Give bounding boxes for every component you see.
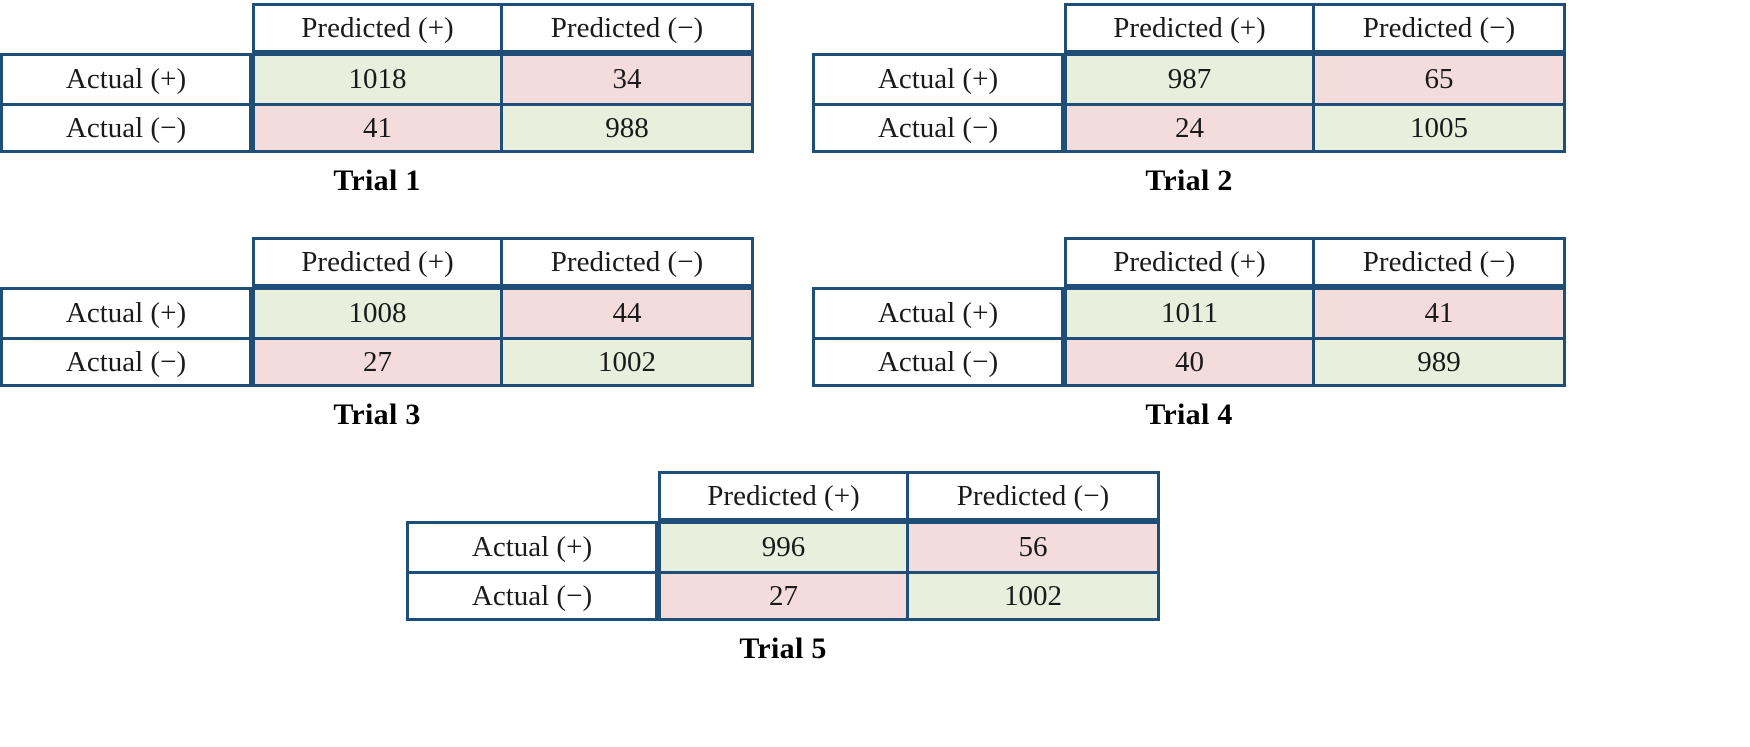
confusion-matrix-table: Predicted (+) Predicted (−) Actual (+) 9… [812, 3, 1566, 153]
confusion-matrix-trial-5: Predicted (+) Predicted (−) Actual (+) 9… [406, 471, 1160, 666]
cell-true-positive: 1008 [252, 287, 503, 337]
corner-cell [812, 3, 1064, 53]
column-header-predicted-positive: Predicted (+) [252, 3, 503, 53]
row-header-actual-negative: Actual (−) [0, 103, 252, 153]
table-row: Actual (−) 27 1002 [406, 571, 1160, 621]
cell-true-negative: 988 [503, 103, 754, 153]
cell-false-negative: 44 [503, 287, 754, 337]
column-header-predicted-positive: Predicted (+) [658, 471, 909, 521]
cell-false-positive: 27 [252, 337, 503, 387]
cell-true-negative: 1002 [909, 571, 1160, 621]
table-row: Actual (−) 41 988 [0, 103, 754, 153]
confusion-matrix-table: Predicted (+) Predicted (−) Actual (+) 1… [0, 3, 754, 153]
cell-true-negative: 989 [1315, 337, 1566, 387]
matrix-caption-trial-3: Trial 3 [333, 398, 421, 431]
column-header-predicted-negative: Predicted (−) [1315, 237, 1566, 287]
matrix-caption-trial-5: Trial 5 [739, 632, 827, 665]
row-header-actual-positive: Actual (+) [812, 287, 1064, 337]
cell-true-positive: 987 [1064, 53, 1315, 103]
cell-true-positive: 1011 [1064, 287, 1315, 337]
row-header-actual-negative: Actual (−) [812, 337, 1064, 387]
table-row: Actual (+) 987 65 [812, 53, 1566, 103]
cell-false-positive: 27 [658, 571, 909, 621]
column-header-predicted-negative: Predicted (−) [1315, 3, 1566, 53]
cell-false-negative: 56 [909, 521, 1160, 571]
table-header-row: Predicted (+) Predicted (−) [0, 3, 754, 53]
confusion-matrix-table: Predicted (+) Predicted (−) Actual (+) 1… [812, 237, 1566, 387]
confusion-matrix-trial-1: Predicted (+) Predicted (−) Actual (+) 1… [0, 3, 754, 198]
matrix-caption-trial-1: Trial 1 [333, 164, 421, 197]
confusion-matrix-trial-4: Predicted (+) Predicted (−) Actual (+) 1… [812, 237, 1566, 432]
table-row: Actual (+) 996 56 [406, 521, 1160, 571]
cell-true-negative: 1005 [1315, 103, 1566, 153]
column-header-predicted-negative: Predicted (−) [503, 237, 754, 287]
cell-false-positive: 24 [1064, 103, 1315, 153]
row-header-actual-negative: Actual (−) [0, 337, 252, 387]
cell-true-positive: 1018 [252, 53, 503, 103]
table-header-row: Predicted (+) Predicted (−) [812, 3, 1566, 53]
matrix-caption-trial-4: Trial 4 [1145, 398, 1233, 431]
row-header-actual-positive: Actual (+) [0, 287, 252, 337]
cell-true-negative: 1002 [503, 337, 754, 387]
cell-true-positive: 996 [658, 521, 909, 571]
cell-false-negative: 34 [503, 53, 754, 103]
table-row: Actual (−) 27 1002 [0, 337, 754, 387]
table-header-row: Predicted (+) Predicted (−) [406, 471, 1160, 521]
column-header-predicted-positive: Predicted (+) [1064, 237, 1315, 287]
confusion-matrix-table: Predicted (+) Predicted (−) Actual (+) 1… [0, 237, 754, 387]
row-header-actual-positive: Actual (+) [812, 53, 1064, 103]
row-header-actual-negative: Actual (−) [406, 571, 658, 621]
column-header-predicted-positive: Predicted (+) [1064, 3, 1315, 53]
column-header-predicted-negative: Predicted (−) [503, 3, 754, 53]
table-row: Actual (+) 1008 44 [0, 287, 754, 337]
corner-cell [0, 237, 252, 287]
row-header-actual-positive: Actual (+) [0, 53, 252, 103]
table-header-row: Predicted (+) Predicted (−) [812, 237, 1566, 287]
table-header-row: Predicted (+) Predicted (−) [0, 237, 754, 287]
cell-false-positive: 40 [1064, 337, 1315, 387]
table-row: Actual (−) 40 989 [812, 337, 1566, 387]
row-header-actual-negative: Actual (−) [812, 103, 1064, 153]
matrix-caption-trial-2: Trial 2 [1145, 164, 1233, 197]
corner-cell [0, 3, 252, 53]
confusion-matrix-trial-3: Predicted (+) Predicted (−) Actual (+) 1… [0, 237, 754, 432]
column-header-predicted-positive: Predicted (+) [252, 237, 503, 287]
table-row: Actual (−) 24 1005 [812, 103, 1566, 153]
confusion-matrix-trial-2: Predicted (+) Predicted (−) Actual (+) 9… [812, 3, 1566, 198]
corner-cell [406, 471, 658, 521]
cell-false-positive: 41 [252, 103, 503, 153]
row-header-actual-positive: Actual (+) [406, 521, 658, 571]
cell-false-negative: 41 [1315, 287, 1566, 337]
table-row: Actual (+) 1011 41 [812, 287, 1566, 337]
corner-cell [812, 237, 1064, 287]
column-header-predicted-negative: Predicted (−) [909, 471, 1160, 521]
table-row: Actual (+) 1018 34 [0, 53, 754, 103]
cell-false-negative: 65 [1315, 53, 1566, 103]
confusion-matrix-table: Predicted (+) Predicted (−) Actual (+) 9… [406, 471, 1160, 621]
